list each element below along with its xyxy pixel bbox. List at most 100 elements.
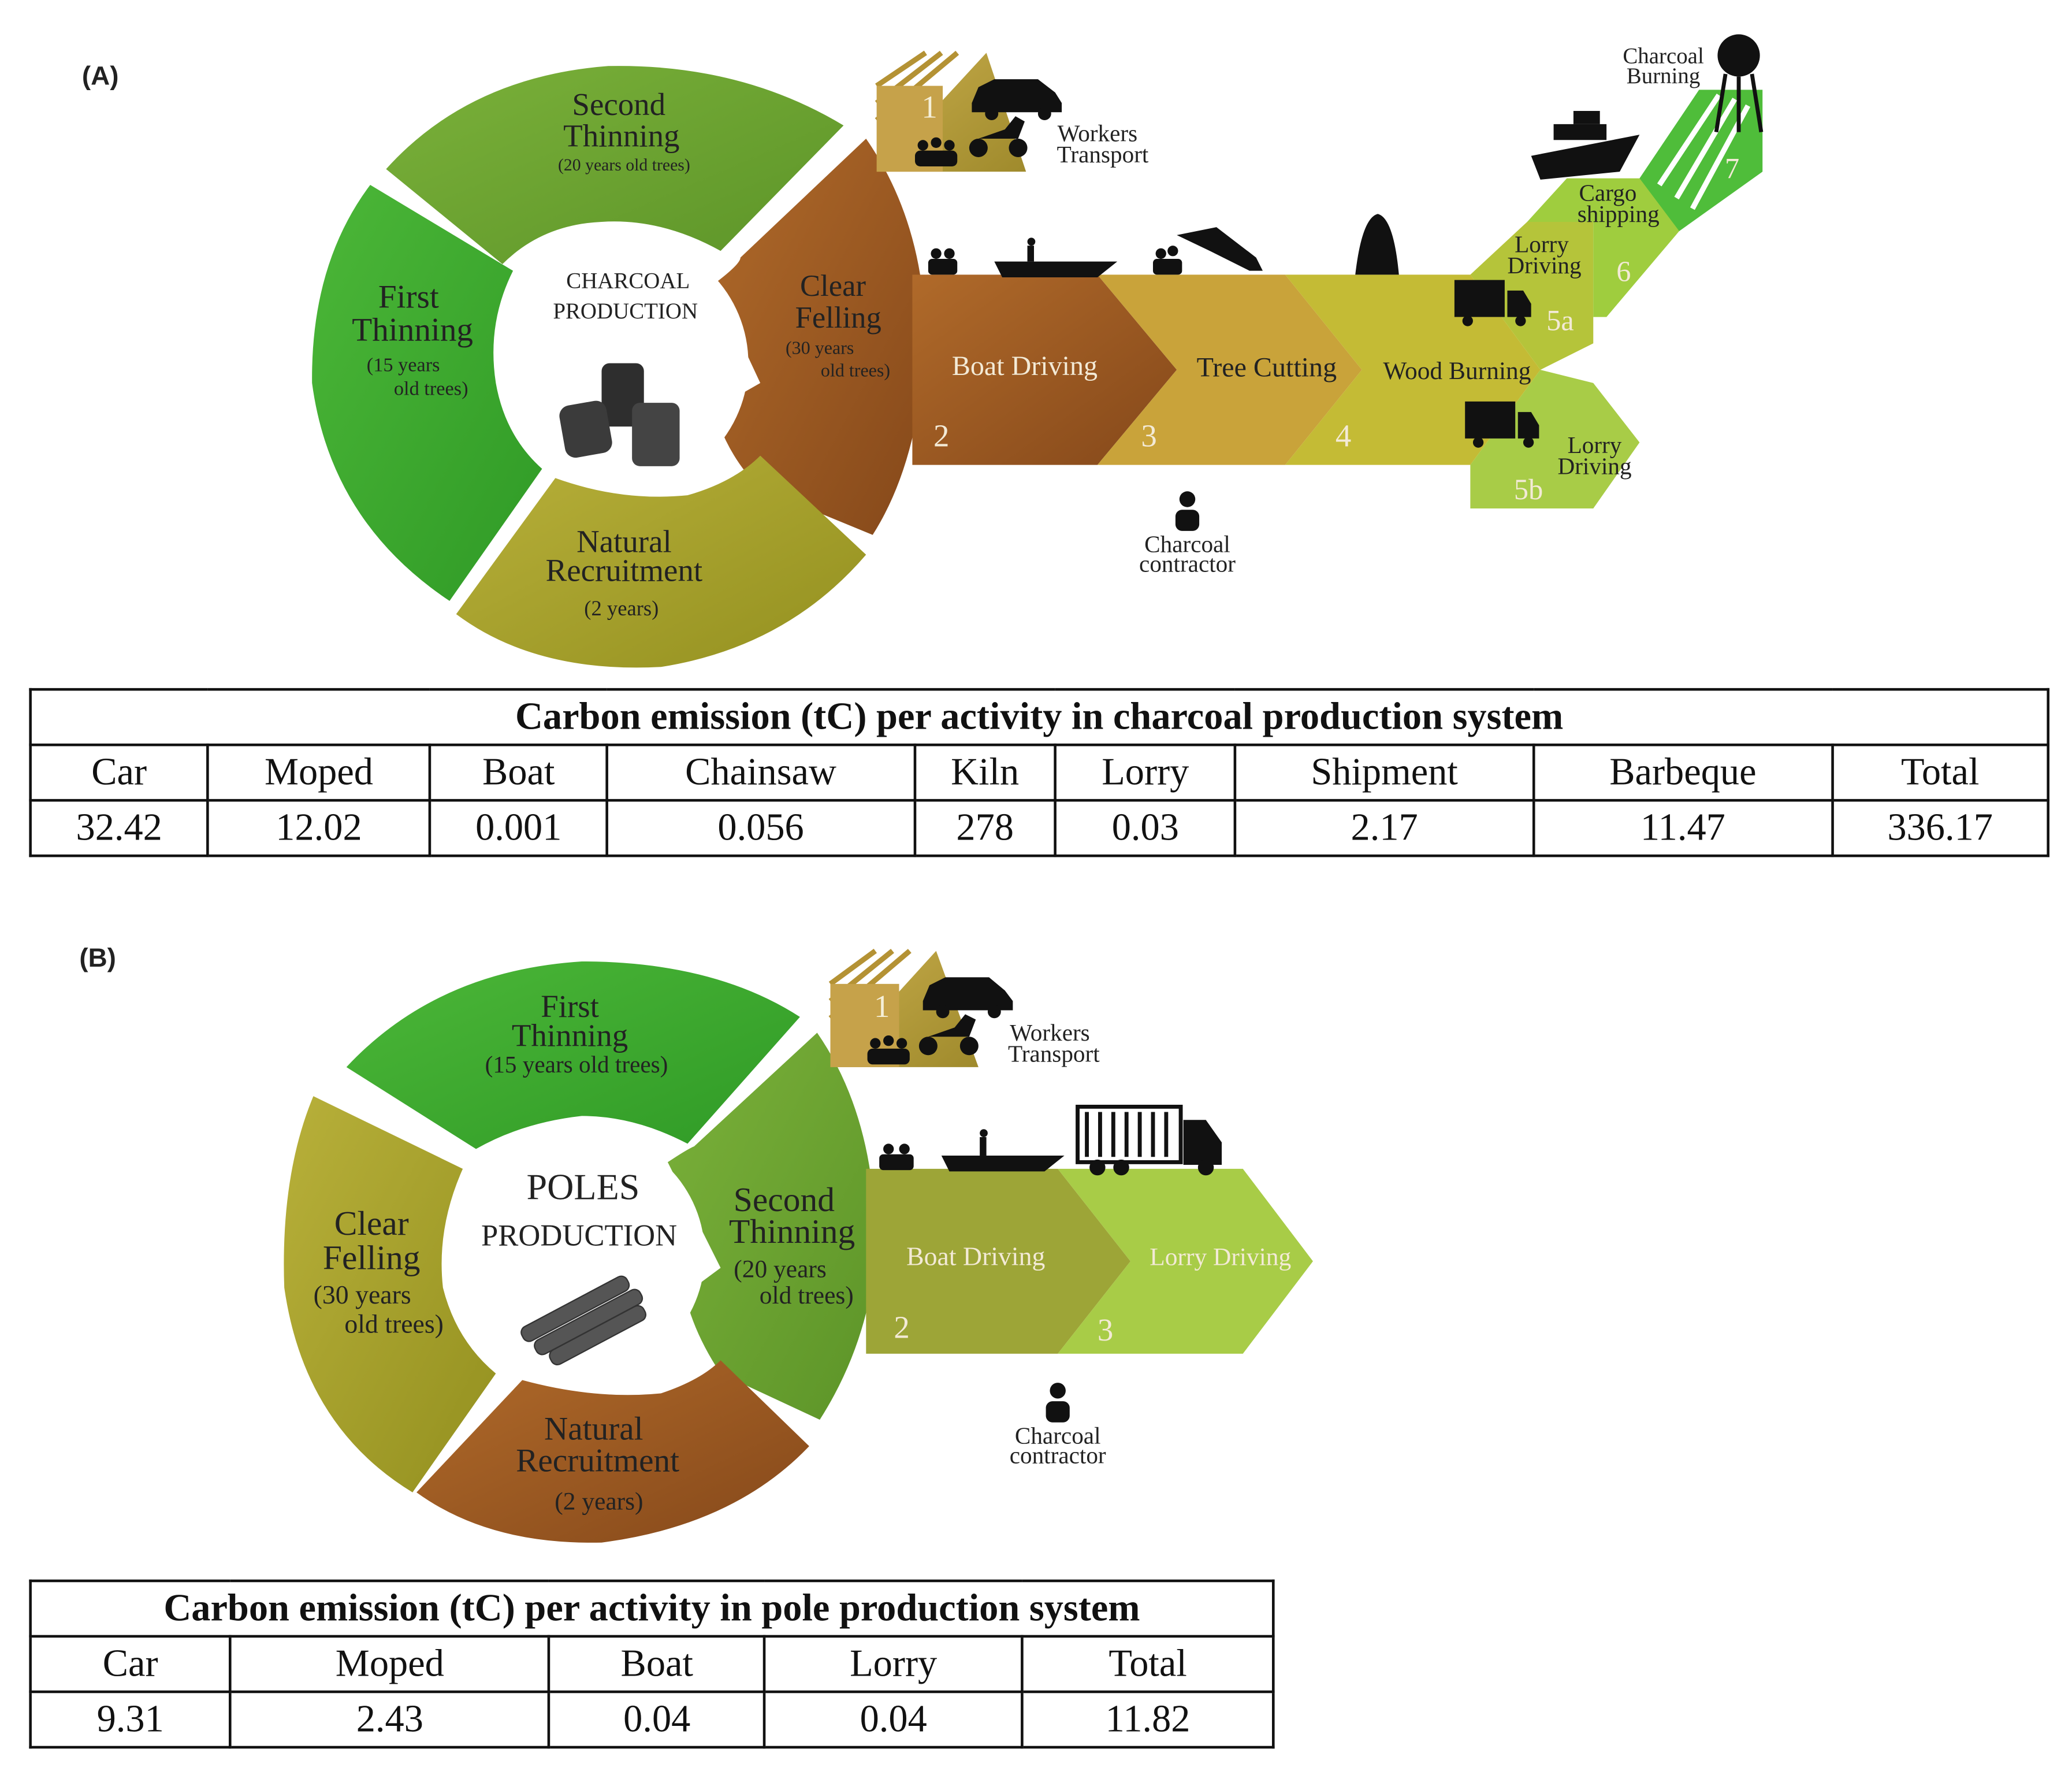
step-a3-chevron: [1097, 274, 1362, 465]
step-a1-label-2: Transport: [1057, 141, 1149, 168]
table-a-header: Shipment: [1233, 743, 1535, 802]
step-a5a-label-2: Driving: [1507, 252, 1581, 278]
a-clear-felling-2: Felling: [795, 301, 881, 335]
kiln-icon: [1355, 214, 1399, 275]
table-a-value: 336.17: [1831, 799, 2049, 857]
step-a5b-label-1: Lorry: [1568, 432, 1622, 458]
step-a2-label: Boat Driving: [952, 351, 1098, 381]
b-clear-felling-3: (30 years: [314, 1280, 411, 1309]
table-b-title: Carbon emission (tC) per activity in pol…: [29, 1579, 1275, 1638]
table-a-header: Total: [1831, 743, 2049, 802]
step-b3-chevron: [1058, 1168, 1313, 1354]
a-clear-felling-1: Clear: [800, 269, 866, 303]
cycle-b-natural-recruitment: [416, 1360, 809, 1543]
b-first-thinning-3: (15 years old trees): [485, 1051, 668, 1078]
cycle-first-thinning: [312, 184, 542, 601]
poles-cycle: [284, 961, 876, 1543]
cycle-clear-felling: [714, 138, 926, 535]
step-b2-number: 2: [894, 1309, 909, 1345]
table-b-header-row: Car Moped Boat Lorry Total: [29, 1635, 1275, 1694]
b-first-thinning-1: First: [541, 989, 599, 1024]
table-a-value: 278: [913, 799, 1057, 857]
a-natural-recruitment-3: (2 years): [584, 596, 659, 620]
table-b-header: Moped: [229, 1635, 551, 1694]
contractor-a-2: contractor: [1139, 551, 1236, 577]
table-b-header: Boat: [548, 1635, 766, 1694]
contractor-a-1: Charcoal: [1144, 530, 1230, 557]
boat-icon-b: [879, 1129, 1065, 1172]
b-natural-recruitment-1: Natural: [544, 1410, 643, 1447]
a-natural-recruitment-2: Recruitment: [546, 553, 702, 588]
a-clear-felling-4: old trees): [821, 359, 890, 380]
step-a7-number: 7: [1725, 153, 1739, 185]
step-a3-label: Tree Cutting: [1197, 352, 1337, 383]
b-second-thinning-3: (20 years: [734, 1255, 827, 1283]
lorry-icon-5a: [1454, 280, 1531, 326]
emission-table-charcoal: Carbon emission (tC) per activity in cha…: [29, 688, 2049, 857]
b-second-thinning-2: Thinning: [729, 1212, 855, 1250]
cycle-second-thinning: [386, 66, 844, 265]
step-b3-number: 3: [1098, 1312, 1113, 1347]
table-a-header: Boat: [428, 743, 609, 802]
step-a4-label: Wood Burning: [1383, 357, 1531, 385]
step-b1-number: 1: [874, 989, 890, 1024]
moped-icon-b: [918, 1014, 979, 1056]
table-a-value: 12.02: [206, 799, 431, 857]
table-b-value: 9.31: [29, 1690, 232, 1749]
a-first-thinning-1: First: [378, 279, 439, 315]
a-clear-felling-3: (30 years: [786, 337, 854, 358]
table-a-value: 2.17: [1233, 799, 1535, 857]
step-a3-number: 3: [1141, 418, 1156, 454]
table-a-header: Moped: [206, 743, 431, 802]
b-clear-felling-4: old trees): [344, 1309, 444, 1338]
moped-icon: [969, 116, 1028, 157]
table-a-value: 0.03: [1054, 799, 1237, 857]
charcoal-icon: [559, 363, 680, 466]
step-a5b-label-2: Driving: [1557, 453, 1631, 480]
table-b-header: Total: [1021, 1635, 1275, 1694]
table-a-value-row: 32.42 12.02 0.001 0.056 278 0.03 2.17 11…: [29, 799, 2049, 857]
table-a-header: Kiln: [913, 743, 1057, 802]
workers-icon-b: [867, 1035, 910, 1065]
a-first-thinning-2: Thinning: [352, 312, 473, 348]
step-a5b-number: 5b: [1514, 473, 1543, 506]
center-title-a-2: PRODUCTION: [553, 299, 698, 324]
lorry-icon-5b: [1465, 401, 1539, 448]
lorry-icon-b: [1076, 1104, 1222, 1176]
step-a6-label-1: Cargo: [1579, 179, 1636, 206]
table-b-header: Lorry: [763, 1635, 1024, 1694]
step-a4-number: 4: [1336, 418, 1351, 454]
table-b-value-row: 9.31 2.43 0.04 0.04 11.82: [29, 1690, 1275, 1749]
b-clear-felling-1: Clear: [334, 1204, 409, 1242]
table-a-header-row: Car Moped Boat Chainsaw Kiln Lorry Shipm…: [29, 743, 2049, 802]
car-icon: [972, 79, 1062, 120]
emission-table-pole: Carbon emission (tC) per activity in pol…: [29, 1579, 1275, 1749]
barbeque-icon: [1714, 34, 1764, 133]
step-a6-chevron: [1527, 178, 1680, 317]
contractor-b-1: Charcoal: [1015, 1422, 1101, 1449]
b-second-thinning-1: Second: [734, 1180, 835, 1219]
step-a6-number: 6: [1616, 255, 1631, 288]
step-b2-chevron: [866, 1168, 1131, 1354]
step-a5b-chevron: [1470, 369, 1640, 508]
step-a2-number: 2: [933, 418, 949, 454]
a-first-thinning-3: (15 years: [367, 354, 440, 376]
boat-icon: [928, 237, 1118, 277]
step-b1-label-1: Workers: [1010, 1019, 1090, 1046]
step-b3-label: Lorry Driving: [1150, 1243, 1291, 1271]
step-a1-number: 1: [921, 89, 937, 124]
b-clear-felling-2: Felling: [323, 1239, 421, 1277]
b-second-thinning-4: old trees): [760, 1282, 854, 1309]
center-title-a-1: CHARCOAL: [566, 268, 690, 293]
table-a-value: 0.056: [606, 799, 916, 857]
table-a-header: Lorry: [1054, 743, 1237, 802]
table-a-header: Barbeque: [1532, 743, 1834, 802]
center-title-b-2: PRODUCTION: [481, 1219, 677, 1252]
ship-icon: [1531, 110, 1640, 180]
b-natural-recruitment-3: (2 years): [555, 1488, 643, 1516]
step-a5a-label-1: Lorry: [1515, 231, 1569, 258]
b-first-thinning-2: Thinning: [512, 1018, 628, 1053]
cycle-b-clear-felling: [284, 1096, 496, 1492]
center-title-b-1: POLES: [527, 1166, 640, 1207]
